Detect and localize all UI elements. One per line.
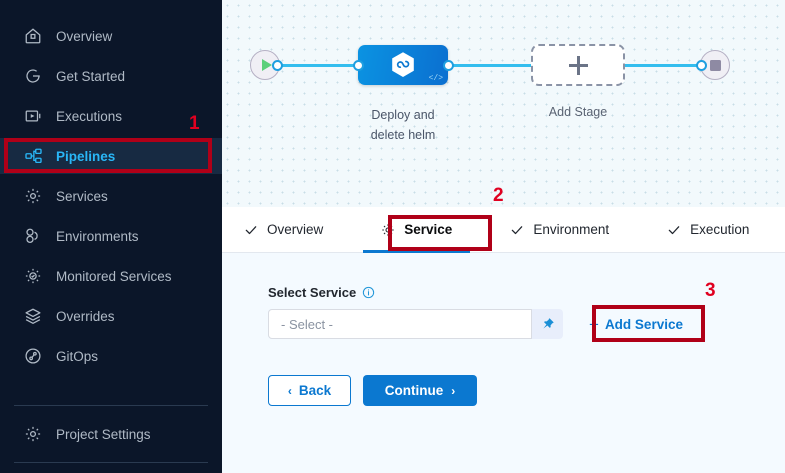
add-service-button[interactable]: + Add Service xyxy=(589,316,683,333)
stage-label-line2: delete helm xyxy=(370,128,436,142)
sidebar-item-label: Overrides xyxy=(56,308,115,324)
plus-icon xyxy=(568,55,588,75)
sidebar-item-get-started[interactable]: Get Started xyxy=(0,58,222,94)
sidebar-item-label: Executions xyxy=(56,108,123,124)
select-service-control: - Select - xyxy=(268,309,563,339)
connector-add-to-end xyxy=(620,64,708,67)
add-stage-label: Add Stage xyxy=(548,105,608,119)
check-icon xyxy=(244,223,258,237)
sidebar-divider-bottom xyxy=(14,462,208,463)
gear-icon xyxy=(22,424,44,444)
connector-dot-stage-out xyxy=(443,60,454,71)
deployment-hexagon-icon xyxy=(392,52,414,77)
sidebar-item-project-settings[interactable]: Project Settings xyxy=(0,416,222,452)
stage-node-deploy-and-delete-helm[interactable]: </> xyxy=(358,45,448,85)
stop-icon xyxy=(709,59,721,71)
chevron-right-icon: › xyxy=(451,383,456,398)
sidebar-nav-list: Overview Get Started xyxy=(0,0,222,374)
annotation-number-1: 1 xyxy=(189,113,200,134)
connector-stage-to-add xyxy=(440,64,538,67)
info-icon[interactable] xyxy=(362,286,375,299)
sidebar-item-overrides[interactable]: Overrides xyxy=(0,298,222,334)
tab-label: Service xyxy=(404,222,453,237)
tab-overview[interactable]: Overview xyxy=(244,207,323,253)
sidebar-divider-top xyxy=(14,405,208,406)
stage-label: Deploy and delete helm xyxy=(337,105,469,145)
sidebar-bottom-section: Project Settings xyxy=(0,395,222,473)
select-service-row: - Select - + Add Service xyxy=(268,309,785,339)
sidebar-item-label: Services xyxy=(56,188,108,204)
pipelines-icon xyxy=(22,146,44,166)
tab-label: Environment xyxy=(533,222,610,237)
sidebar-item-environments[interactable]: Environments xyxy=(0,218,222,254)
get-started-icon xyxy=(22,66,44,86)
select-service-label-row: Select Service xyxy=(268,285,785,300)
check-icon xyxy=(510,223,524,237)
play-icon xyxy=(261,59,272,71)
plus-icon: + xyxy=(589,314,599,334)
tab-service[interactable]: Service xyxy=(363,207,471,253)
gear-icon xyxy=(381,223,395,237)
sidebar-item-services[interactable]: Services xyxy=(0,178,222,214)
connector-dot-start xyxy=(272,60,283,71)
connector-start-to-stage xyxy=(268,64,368,67)
executions-icon xyxy=(22,106,44,126)
pin-icon xyxy=(542,318,554,329)
environments-icon xyxy=(22,226,44,246)
select-service-label: Select Service xyxy=(268,285,357,300)
stage-tabs: Overview Service Environment xyxy=(222,207,785,253)
continue-button[interactable]: Continue › xyxy=(363,375,477,406)
tab-environment[interactable]: Environment xyxy=(510,207,609,253)
connector-dot-end xyxy=(696,60,707,71)
sidebar-item-label: GitOps xyxy=(56,348,99,364)
add-stage-node[interactable] xyxy=(531,44,625,86)
stage-label-line1: Deploy and xyxy=(371,108,435,122)
tab-label: Overview xyxy=(267,222,324,237)
back-label: Back xyxy=(298,383,332,398)
monitored-services-icon xyxy=(22,266,44,286)
annotation-number-2: 2 xyxy=(493,185,504,206)
home-icon xyxy=(22,26,44,46)
chevron-left-icon: ‹ xyxy=(287,383,292,398)
annotation-number-3: 3 xyxy=(705,280,716,301)
gitops-icon xyxy=(22,346,44,366)
tab-label: Execution xyxy=(690,222,750,237)
check-icon xyxy=(667,223,681,237)
continue-label: Continue xyxy=(384,383,444,398)
code-view-icon[interactable]: </> xyxy=(428,74,443,83)
sidebar-item-pipelines[interactable]: Pipelines xyxy=(0,138,222,174)
pipeline-canvas[interactable]: </> Deploy and delete helm Add Stage xyxy=(222,0,785,207)
sidebar-item-executions[interactable]: Executions xyxy=(0,98,222,134)
service-panel: Select Service - Select - xyxy=(222,253,785,473)
select-service-input[interactable]: - Select - xyxy=(268,309,532,339)
sidebar-item-monitored-services[interactable]: Monitored Services xyxy=(0,258,222,294)
sidebar-item-label: Overview xyxy=(56,28,113,44)
sidebar-item-label: Project Settings xyxy=(56,426,151,442)
sidebar-item-label: Get Started xyxy=(56,68,126,84)
back-button[interactable]: ‹ Back xyxy=(268,375,351,406)
gear-icon xyxy=(22,186,44,206)
pin-button[interactable] xyxy=(532,309,563,339)
panel-button-row: ‹ Back Continue › xyxy=(268,375,785,406)
add-service-label: Add Service xyxy=(604,316,683,332)
tab-execution[interactable]: Execution xyxy=(667,207,749,253)
sidebar-item-label: Monitored Services xyxy=(56,268,172,284)
sidebar-item-label: Environments xyxy=(56,228,139,244)
layers-icon xyxy=(22,306,44,326)
sidebar: Overview Get Started xyxy=(0,0,222,473)
main-area: </> Deploy and delete helm Add Stage xyxy=(222,0,785,473)
sidebar-item-gitops[interactable]: GitOps xyxy=(0,338,222,374)
sidebar-item-label: Pipelines xyxy=(56,148,116,164)
sidebar-item-overview[interactable]: Overview xyxy=(0,18,222,54)
connector-dot-stage-in xyxy=(353,60,364,71)
